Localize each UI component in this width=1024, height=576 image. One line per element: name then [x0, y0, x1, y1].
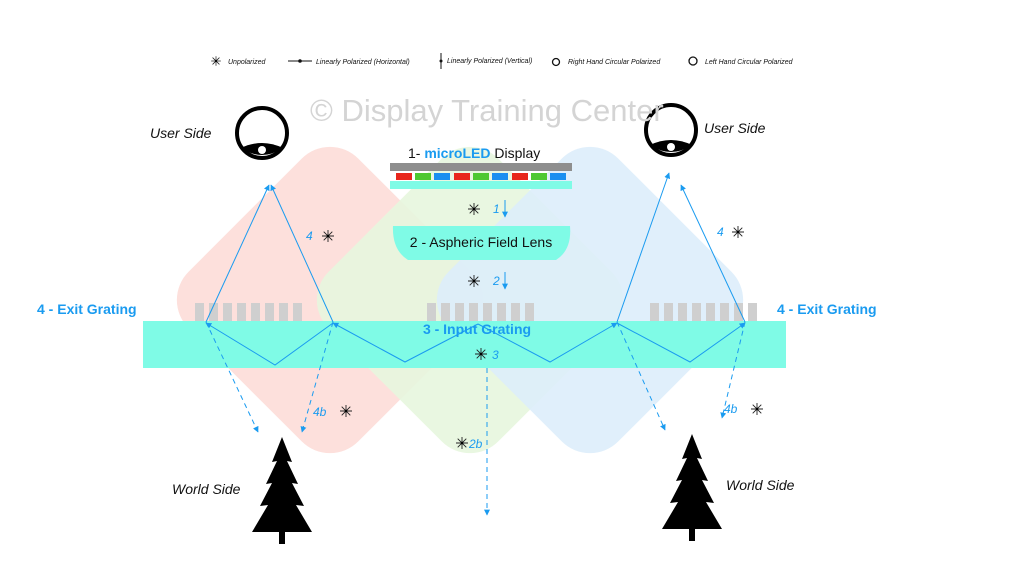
unpolarized-icon: [731, 225, 745, 239]
exit-grating-right-label: 4 - Exit Grating: [777, 301, 877, 317]
tree-icon: [252, 437, 312, 544]
legend-label: Unpolarized: [228, 59, 266, 66]
ray-label: 4b: [313, 405, 327, 419]
ray-label: 3: [492, 348, 499, 362]
eye-icon: [644, 103, 698, 157]
lhc-icon: [688, 56, 698, 66]
legend-label: Right Hand Circular Polarized: [568, 59, 661, 66]
exit-grating-right: [650, 303, 757, 321]
ray-label: 4: [717, 225, 724, 239]
ray-label: 1: [493, 202, 500, 216]
display-title: 1- microLED Display: [408, 145, 540, 161]
unpolarized-icon: [321, 229, 335, 243]
user-side-left-label: User Side: [150, 125, 212, 141]
lens-label: 2 - Aspheric Field Lens: [410, 234, 552, 250]
aspheric-field-lens: [392, 226, 571, 260]
ray-label: 2: [492, 274, 500, 288]
eye-icon: [235, 106, 289, 160]
tree-icon: [662, 434, 722, 541]
ray-label: 4b: [724, 402, 738, 416]
rhc-icon: [551, 57, 561, 67]
legend: Unpolarized Linearly Polarized (Horizont…: [210, 53, 794, 69]
exit-grating-left-label: 4 - Exit Grating: [37, 301, 137, 317]
linear-horizontal-icon: [288, 59, 312, 63]
waveguide: [143, 321, 786, 368]
legend-label: Linearly Polarized (Horizontal): [316, 59, 410, 66]
linear-vertical-icon: [439, 53, 443, 69]
ray-label: 2b: [468, 437, 483, 451]
unpolarized-icon: [339, 404, 353, 418]
unpolarized-icon: [467, 274, 481, 288]
input-grating: [427, 303, 534, 321]
unpolarized-icon: [750, 402, 764, 416]
blue-light-region: [436, 146, 744, 454]
legend-label: Left Hand Circular Polarized: [705, 59, 794, 66]
world-side-right-label: World Side: [726, 477, 795, 493]
input-grating-label: 3 - Input Grating: [423, 321, 531, 337]
unpolarized-icon: [210, 55, 222, 67]
world-side-left-label: World Side: [172, 481, 241, 497]
unpolarized-icon: [474, 347, 488, 361]
unpolarized-icon: [467, 202, 481, 216]
unpolarized-icon: [455, 436, 469, 450]
ray-label: 4: [306, 229, 313, 243]
microled-display: [390, 163, 572, 189]
legend-label: Linearly Polarized (Vertical): [447, 58, 532, 65]
watermark: © Display Training Center: [310, 93, 664, 128]
exit-grating-left: [195, 303, 302, 321]
light-rays: [205, 172, 746, 516]
user-side-right-label: User Side: [704, 120, 766, 136]
